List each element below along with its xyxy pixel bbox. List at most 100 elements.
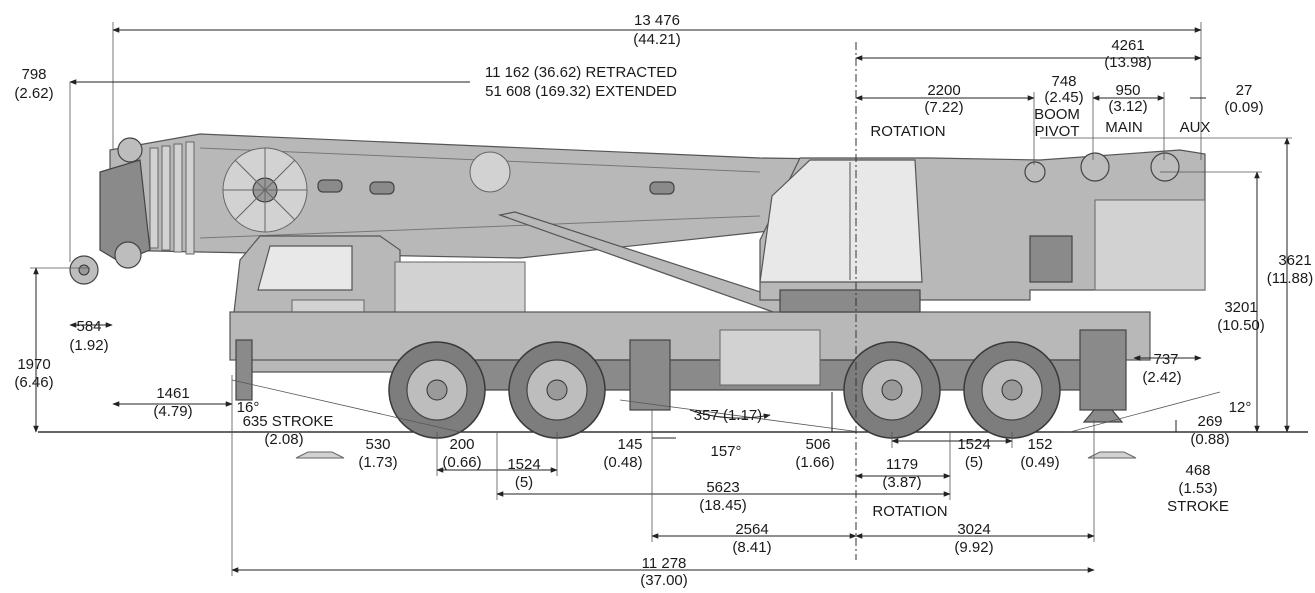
d530-mm: 530 [365,436,390,453]
boom-edge-line [199,215,761,239]
d1461-mm: 1461 [156,385,189,402]
d357: 357 (1.17) [694,407,762,424]
d737-mm: 737 [1153,351,1178,368]
d468-ft: (1.53) [1178,480,1217,497]
boom-slot [649,181,675,195]
rotation-label-bottom: ROTATION [872,503,947,520]
center-outrigger [629,339,671,411]
d145-ft: (0.48) [603,454,642,471]
boom-slot [317,179,343,193]
boom-tip-ribs [149,141,195,255]
d152-ft: (0.49) [1020,454,1059,471]
aux-27-ft: (0.09) [1224,99,1263,116]
turntable [779,289,921,313]
rear-float-pad [1087,451,1137,459]
front-798-ft: (2.62) [14,85,53,102]
boom-sheave [469,151,511,193]
boom-extended: 51 608 (169.32) EXTENDED [485,83,677,100]
d3024-mm: 3024 [957,521,990,538]
dimension-labels: 13 476 (44.21) 11 162 (36.62) RETRACTED … [14,12,1313,589]
front-float-pad [295,451,345,459]
wheel [843,341,941,439]
d152-mm: 152 [1027,436,1052,453]
d1179-ft: (3.87) [882,474,921,491]
pivot-label: PIVOT [1034,123,1079,140]
angle-12: 12° [1229,399,1252,416]
aux-27-mm: 27 [1236,82,1253,99]
d269-ft: (0.88) [1190,431,1229,448]
d737-ft: (2.42) [1142,369,1181,386]
wheel [388,341,486,439]
main-winch [1080,152,1110,182]
height-3201-ft: (10.50) [1217,317,1265,334]
dimension-lines [30,22,1292,576]
wheel [508,341,606,439]
wheelbase-ft: (37.00) [640,572,688,588]
rear-outrigger-pad [1082,409,1124,423]
d145-mm: 145 [617,436,642,453]
d506-ft: (1.66) [795,454,834,471]
d1524b-mm: 1524 [957,436,990,453]
d1524a-ft: (5) [515,474,533,491]
height-1970-ft: (6.46) [14,374,53,391]
d584-ft: (1.92) [69,337,108,354]
height-3621-mm: 3621 [1278,252,1311,269]
d269-mm: 269 [1197,413,1222,430]
pivot-748-ft: (2.45) [1044,89,1083,106]
d506-mm: 506 [805,436,830,453]
d200-ft: (0.66) [442,454,481,471]
d200-mm: 200 [449,436,474,453]
rear-outrigger [1079,329,1127,411]
boom-head-sheave [114,241,142,269]
height-3621-ft: (11.88) [1267,270,1313,287]
d1179-mm: 1179 [886,456,918,473]
wheel [963,341,1061,439]
angle-157: 157° [710,443,741,460]
d5623-mm: 5623 [706,479,739,496]
radiator-grille [1029,235,1073,283]
boom-retracted: 11 162 (36.62) RETRACTED [485,64,677,81]
d5623-ft: (18.45) [699,497,747,514]
d2564-ft: (8.41) [732,539,771,556]
overall-length-mm: 13 476 [634,12,680,29]
height-3201-mm: 3201 [1224,299,1257,316]
d3024-ft: (9.92) [954,539,993,556]
counterweight [1094,199,1206,291]
d1524b-ft: (5) [965,454,983,471]
main-950-mm: 950 [1115,82,1140,99]
rot-2200-ft: (7.22) [924,99,963,116]
carrier-hood [394,261,526,313]
boom-pivot [1024,161,1046,183]
rotation-label-top: ROTATION [870,123,945,140]
boom-head-sheave [117,137,143,163]
front-798-mm: 798 [21,66,46,83]
d1524a-mm: 1524 [507,456,540,473]
stroke-468: STROKE [1167,498,1229,515]
main-950-ft: (3.12) [1108,98,1147,115]
d2564-mm: 2564 [735,521,768,538]
angle-16: 16° [237,399,260,416]
stroke-635: 635 STROKE [243,413,334,430]
d530-ft: (1.73) [358,454,397,471]
crane-illustration [38,133,1308,459]
overall-length-ft: (44.21) [633,31,681,48]
carrier-windshield [257,245,353,291]
rear-4261-ft: (13.98) [1104,54,1152,71]
rot-2200-mm: 2200 [927,82,960,99]
fuel-tank [719,329,821,386]
d584-mm: 584 [76,318,101,335]
aux-label: AUX [1180,119,1211,136]
stroke-635-ft: (2.08) [264,431,303,448]
rear-4261-mm: 4261 [1111,37,1144,54]
d468-mm: 468 [1185,462,1210,479]
operator-cab [759,159,923,283]
height-1970-mm: 1970 [17,356,50,373]
boom-label: BOOM [1034,106,1080,123]
boom-slot [369,181,395,195]
front-outrigger [235,339,253,401]
main-label: MAIN [1105,119,1143,136]
wheelbase-mm: 11 278 [642,555,687,572]
pivot-748-mm: 748 [1051,73,1076,90]
